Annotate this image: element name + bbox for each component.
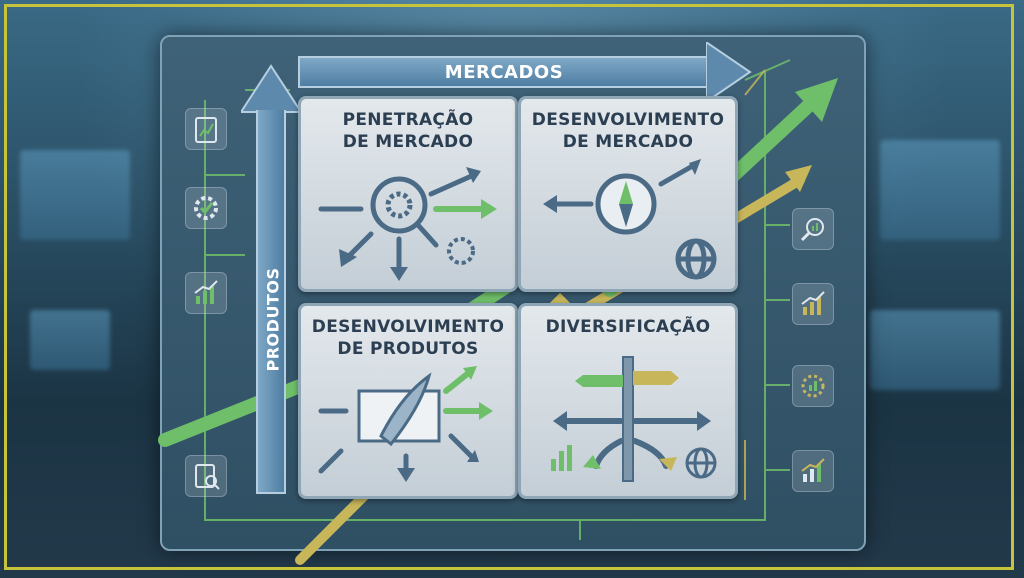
magnifier-chart-icon — [792, 208, 834, 250]
bar-chart-up-icon — [792, 283, 834, 325]
gear-chart-icon — [792, 365, 834, 407]
signpost-globe-icon — [551, 356, 717, 482]
quadrant-title: DESENVOLVIMENTO DE MERCADO — [531, 110, 725, 152]
green-arrowhead — [795, 78, 838, 122]
background-monitor — [870, 310, 1000, 390]
bar-chart-up-icon — [792, 450, 834, 492]
quadrant-title: DESENVOLVIMENTO DE PRODUTOS — [311, 317, 505, 359]
markets-axis-label: MERCADOS — [444, 62, 564, 83]
markets-axis-arrow: MERCADOS — [298, 56, 708, 88]
gear-check-icon — [185, 187, 227, 229]
clipboard-search-icon — [185, 455, 227, 497]
rocket-blueprint-icon — [318, 366, 493, 482]
quadrant-title: PENETRAÇÃO DE MERCADO — [342, 110, 474, 152]
clipboard-chart-icon — [185, 108, 227, 150]
background-monitor — [20, 150, 130, 240]
products-axis-label: PRODUTOS — [263, 267, 283, 372]
markets-arrowhead — [706, 42, 752, 102]
products-arrowhead — [241, 64, 301, 113]
bar-chart-up-icon — [185, 272, 227, 314]
magnifier-gear-icon — [318, 167, 497, 281]
quadrant-market-development: DESENVOLVIMENTO DE MERCADO — [518, 96, 738, 292]
quadrant-market-penetration: PENETRAÇÃO DE MERCADO — [298, 96, 518, 292]
products-axis-arrow: PRODUTOS — [256, 110, 286, 494]
background-monitor — [880, 140, 1000, 240]
quadrant-diversification: DIVERSIFICAÇÃO — [518, 303, 738, 499]
quadrant-product-development: DESENVOLVIMENTO DE PRODUTOS — [298, 303, 518, 499]
quadrant-title: DIVERSIFICAÇÃO — [545, 317, 711, 337]
compass-globe-icon — [543, 159, 717, 280]
background-monitor — [30, 310, 110, 370]
